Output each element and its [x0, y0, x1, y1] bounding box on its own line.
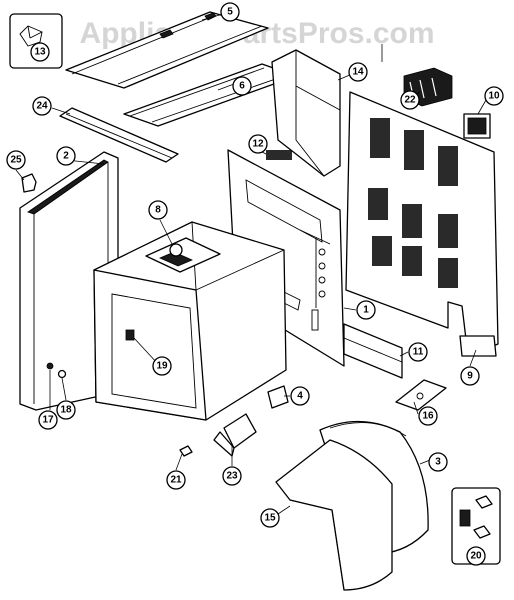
callout-4[interactable]: 4	[290, 386, 310, 406]
callout-10[interactable]: 10	[484, 86, 504, 106]
part-18-screw	[46, 362, 54, 370]
svg-text:21: 21	[170, 475, 182, 486]
part-12-channel	[343, 323, 403, 379]
svg-text:19: 19	[156, 361, 168, 372]
part-20-detail-box	[451, 487, 501, 565]
svg-text:22: 22	[404, 95, 416, 106]
part-9-rear-panel	[345, 91, 499, 357]
callout-12[interactable]: 11	[408, 342, 428, 362]
svg-text:23: 23	[226, 471, 238, 482]
callout-1[interactable]: 1	[356, 300, 376, 320]
svg-text:11: 11	[413, 347, 424, 358]
oven-cavity	[93, 221, 287, 421]
callout-22[interactable]: 22	[400, 90, 420, 110]
svg-text:4: 4	[297, 391, 303, 402]
svg-text:5: 5	[227, 7, 233, 18]
part-14-duct	[271, 49, 341, 177]
callout-3[interactable]: 3	[428, 452, 448, 472]
callout-23[interactable]: 23	[222, 466, 242, 486]
svg-text:1: 1	[363, 305, 369, 316]
callout-6[interactable]: 6	[232, 76, 252, 96]
svg-text:9: 9	[467, 371, 473, 382]
svg-text:24: 24	[36, 101, 48, 112]
part-13-grill	[266, 150, 292, 160]
callout-17[interactable]: 18	[56, 400, 76, 420]
part-10-square	[463, 113, 491, 139]
callout-20[interactable]: 20	[466, 546, 486, 566]
svg-text:2: 2	[63, 151, 69, 162]
svg-text:13: 13	[34, 47, 46, 58]
svg-text:20: 20	[470, 551, 482, 562]
callout-16[interactable]: 16	[418, 406, 438, 426]
svg-text:14: 14	[352, 67, 364, 78]
part-23-latch	[213, 413, 257, 457]
callout-14[interactable]: 14	[348, 62, 368, 82]
part-17-screw	[57, 369, 67, 379]
callout-11[interactable]: 13	[30, 42, 50, 62]
part-24-front-trim	[59, 107, 179, 163]
part-25-clip	[21, 173, 37, 193]
svg-text:18: 18	[60, 405, 72, 416]
callout-21[interactable]: 21	[166, 470, 186, 490]
part-4-clip	[267, 385, 289, 409]
svg-text:8: 8	[155, 205, 161, 216]
svg-text:3: 3	[435, 457, 441, 468]
svg-text:12: 12	[252, 139, 264, 150]
part-21-clip	[179, 445, 193, 457]
svg-text:17: 17	[42, 415, 54, 426]
callout-8[interactable]: 8	[148, 200, 168, 220]
callout-19[interactable]: 19	[152, 356, 172, 376]
part-15-blanket	[275, 439, 393, 591]
callout-9[interactable]: 9	[460, 366, 480, 386]
callout-5[interactable]: 5	[220, 2, 240, 22]
part-5-top-trim	[65, 11, 269, 89]
callout-25[interactable]: 25	[6, 150, 26, 170]
callout-2[interactable]: 2	[56, 146, 76, 166]
svg-text:10: 10	[488, 91, 500, 102]
callout-24[interactable]: 24	[32, 96, 52, 116]
part-16-bracket	[395, 379, 447, 411]
callout-18[interactable]: 17	[38, 410, 58, 430]
callout-15[interactable]: 15	[260, 508, 280, 528]
callout-13[interactable]: 12	[248, 134, 268, 154]
svg-text:15: 15	[264, 513, 276, 524]
svg-text:16: 16	[422, 411, 434, 422]
svg-text:6: 6	[239, 81, 245, 92]
svg-text:25: 25	[10, 155, 22, 166]
